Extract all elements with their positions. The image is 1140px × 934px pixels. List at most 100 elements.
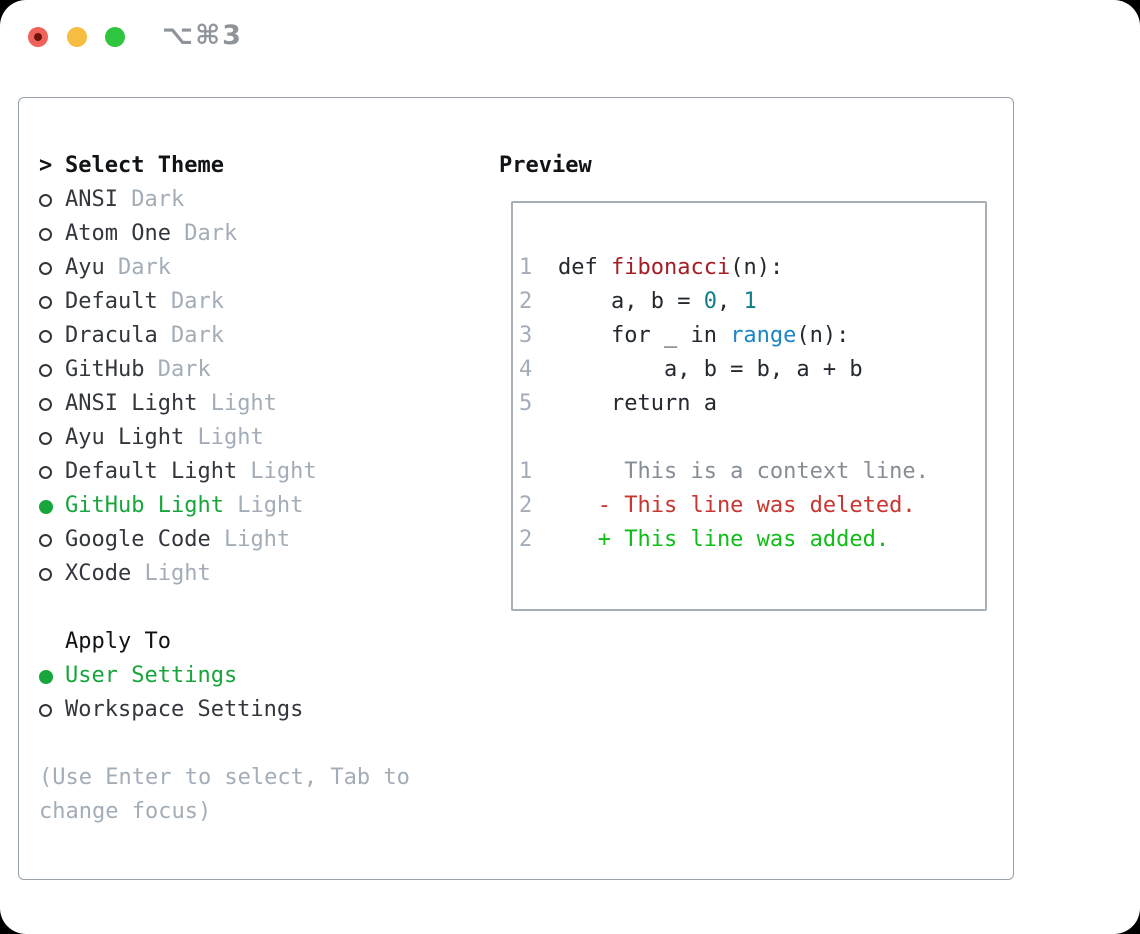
code-segment: for _ in [558,323,731,348]
code-line: 2 - This line was deleted. [519,489,981,523]
theme-name: Dracula [65,323,158,348]
cursor-marker: > [39,153,53,178]
select-theme-header: > Select Theme [39,149,317,183]
radio-icon [39,217,65,251]
line-number: 2 [519,527,533,552]
theme-variant: Dark [144,357,211,382]
code-segment: a, b = b, a + b [558,357,863,382]
theme-option-github-light[interactable]: GitHub Light Light [39,489,317,523]
line-number: 5 [519,391,533,416]
code-line: 1 This is a context line. [519,455,981,489]
theme-variant: Light [223,493,304,518]
radio-icon [39,353,65,387]
theme-name: Google Code [65,527,211,552]
apply-option-workspace-settings[interactable]: Workspace Settings [39,693,303,727]
line-number: 3 [519,323,533,348]
code-segment: This is a context line. [558,459,929,484]
code-line: 2 + This line was added. [519,523,981,557]
theme-name: Default Light [65,459,238,484]
code-segment: 0 [703,289,717,314]
code-segment: def [558,255,611,280]
hint-line-1: (Use Enter to select, Tab to [39,765,410,790]
theme-option-ansi-light[interactable]: ANSI Light Light [39,387,317,421]
code-line-blank [519,421,981,455]
theme-variant: Light [237,459,317,484]
radio-icon [39,387,65,421]
code-line: 3 for _ in range(n): [519,319,981,353]
theme-variant: Dark [157,323,224,348]
apply-option-label: Workspace Settings [65,697,304,722]
theme-name: Default [65,289,158,314]
radio-icon [39,285,65,319]
theme-option-github[interactable]: GitHub Dark [39,353,317,387]
line-number: 4 [519,357,533,382]
theme-option-xcode[interactable]: XCode Light [39,557,317,591]
radio-icon [39,523,65,557]
theme-option-ayu[interactable]: Ayu Dark [39,251,317,285]
line-number: 2 [519,289,533,314]
code-segment: - This line was deleted. [558,493,916,518]
line-number: 1 [519,459,533,484]
code-segment: range [730,323,797,348]
theme-variant: Dark [170,221,238,246]
theme-option-default-light[interactable]: Default Light Light [39,455,317,489]
apply-option-user-settings[interactable]: User Settings [39,659,303,693]
theme-name: XCode [65,561,132,586]
radio-icon [39,693,65,727]
theme-option-atom-one[interactable]: Atom One Dark [39,217,317,251]
radio-selected-icon [39,489,65,523]
theme-variant: Light [131,561,211,586]
code-segment: fibonacci [610,255,731,280]
code-line: 4 a, b = b, a + b [519,353,981,387]
close-button[interactable] [28,27,48,47]
theme-option-ayu-light[interactable]: Ayu Light Light [39,421,317,455]
theme-name: Atom One [65,221,171,246]
theme-name: ANSI [65,187,118,212]
apply-to-title: Apply To [65,629,171,654]
code-segment: , [716,289,744,314]
radio-icon [39,421,65,455]
radio-icon [39,455,65,489]
code-segment: (n): [796,323,850,348]
theme-option-google-code[interactable]: Google Code Light [39,523,317,557]
theme-name: ANSI Light [65,391,198,416]
code-line: 5 return a [519,387,981,421]
theme-variant: Light [210,527,291,552]
theme-variant: Dark [157,289,224,314]
select-theme-title: Select Theme [65,153,224,178]
code-segment: + This line was added. [558,527,890,552]
theme-name: GitHub [65,357,145,382]
preview-title: Preview [499,153,592,178]
theme-variant: Light [184,425,264,450]
zoom-button[interactable] [105,27,125,47]
theme-option-ansi[interactable]: ANSI Dark [39,183,317,217]
theme-variant: Light [197,391,277,416]
keyboard-hint: (Use Enter to select, Tab to change focu… [39,761,410,829]
radio-icon [39,557,65,591]
theme-variant: Dark [104,255,171,280]
theme-option-dracula[interactable]: Dracula Dark [39,319,317,353]
line-number: 1 [519,255,533,280]
theme-name: GitHub Light [65,493,224,518]
theme-name: Ayu Light [65,425,185,450]
radio-icon [39,251,65,285]
code-segment: a, b = [558,289,704,314]
minimize-button[interactable] [67,27,87,47]
close-dot-icon [34,33,42,41]
code-segment: return a [558,391,717,416]
theme-option-default[interactable]: Default Dark [39,285,317,319]
window-title: ⌥⌘3 [162,20,243,51]
code-line: 2 a, b = 0, 1 [519,285,981,319]
theme-variant: Dark [117,187,185,212]
line-number: 2 [519,493,533,518]
code-line-blank [519,217,981,251]
radio-icon [39,183,65,217]
